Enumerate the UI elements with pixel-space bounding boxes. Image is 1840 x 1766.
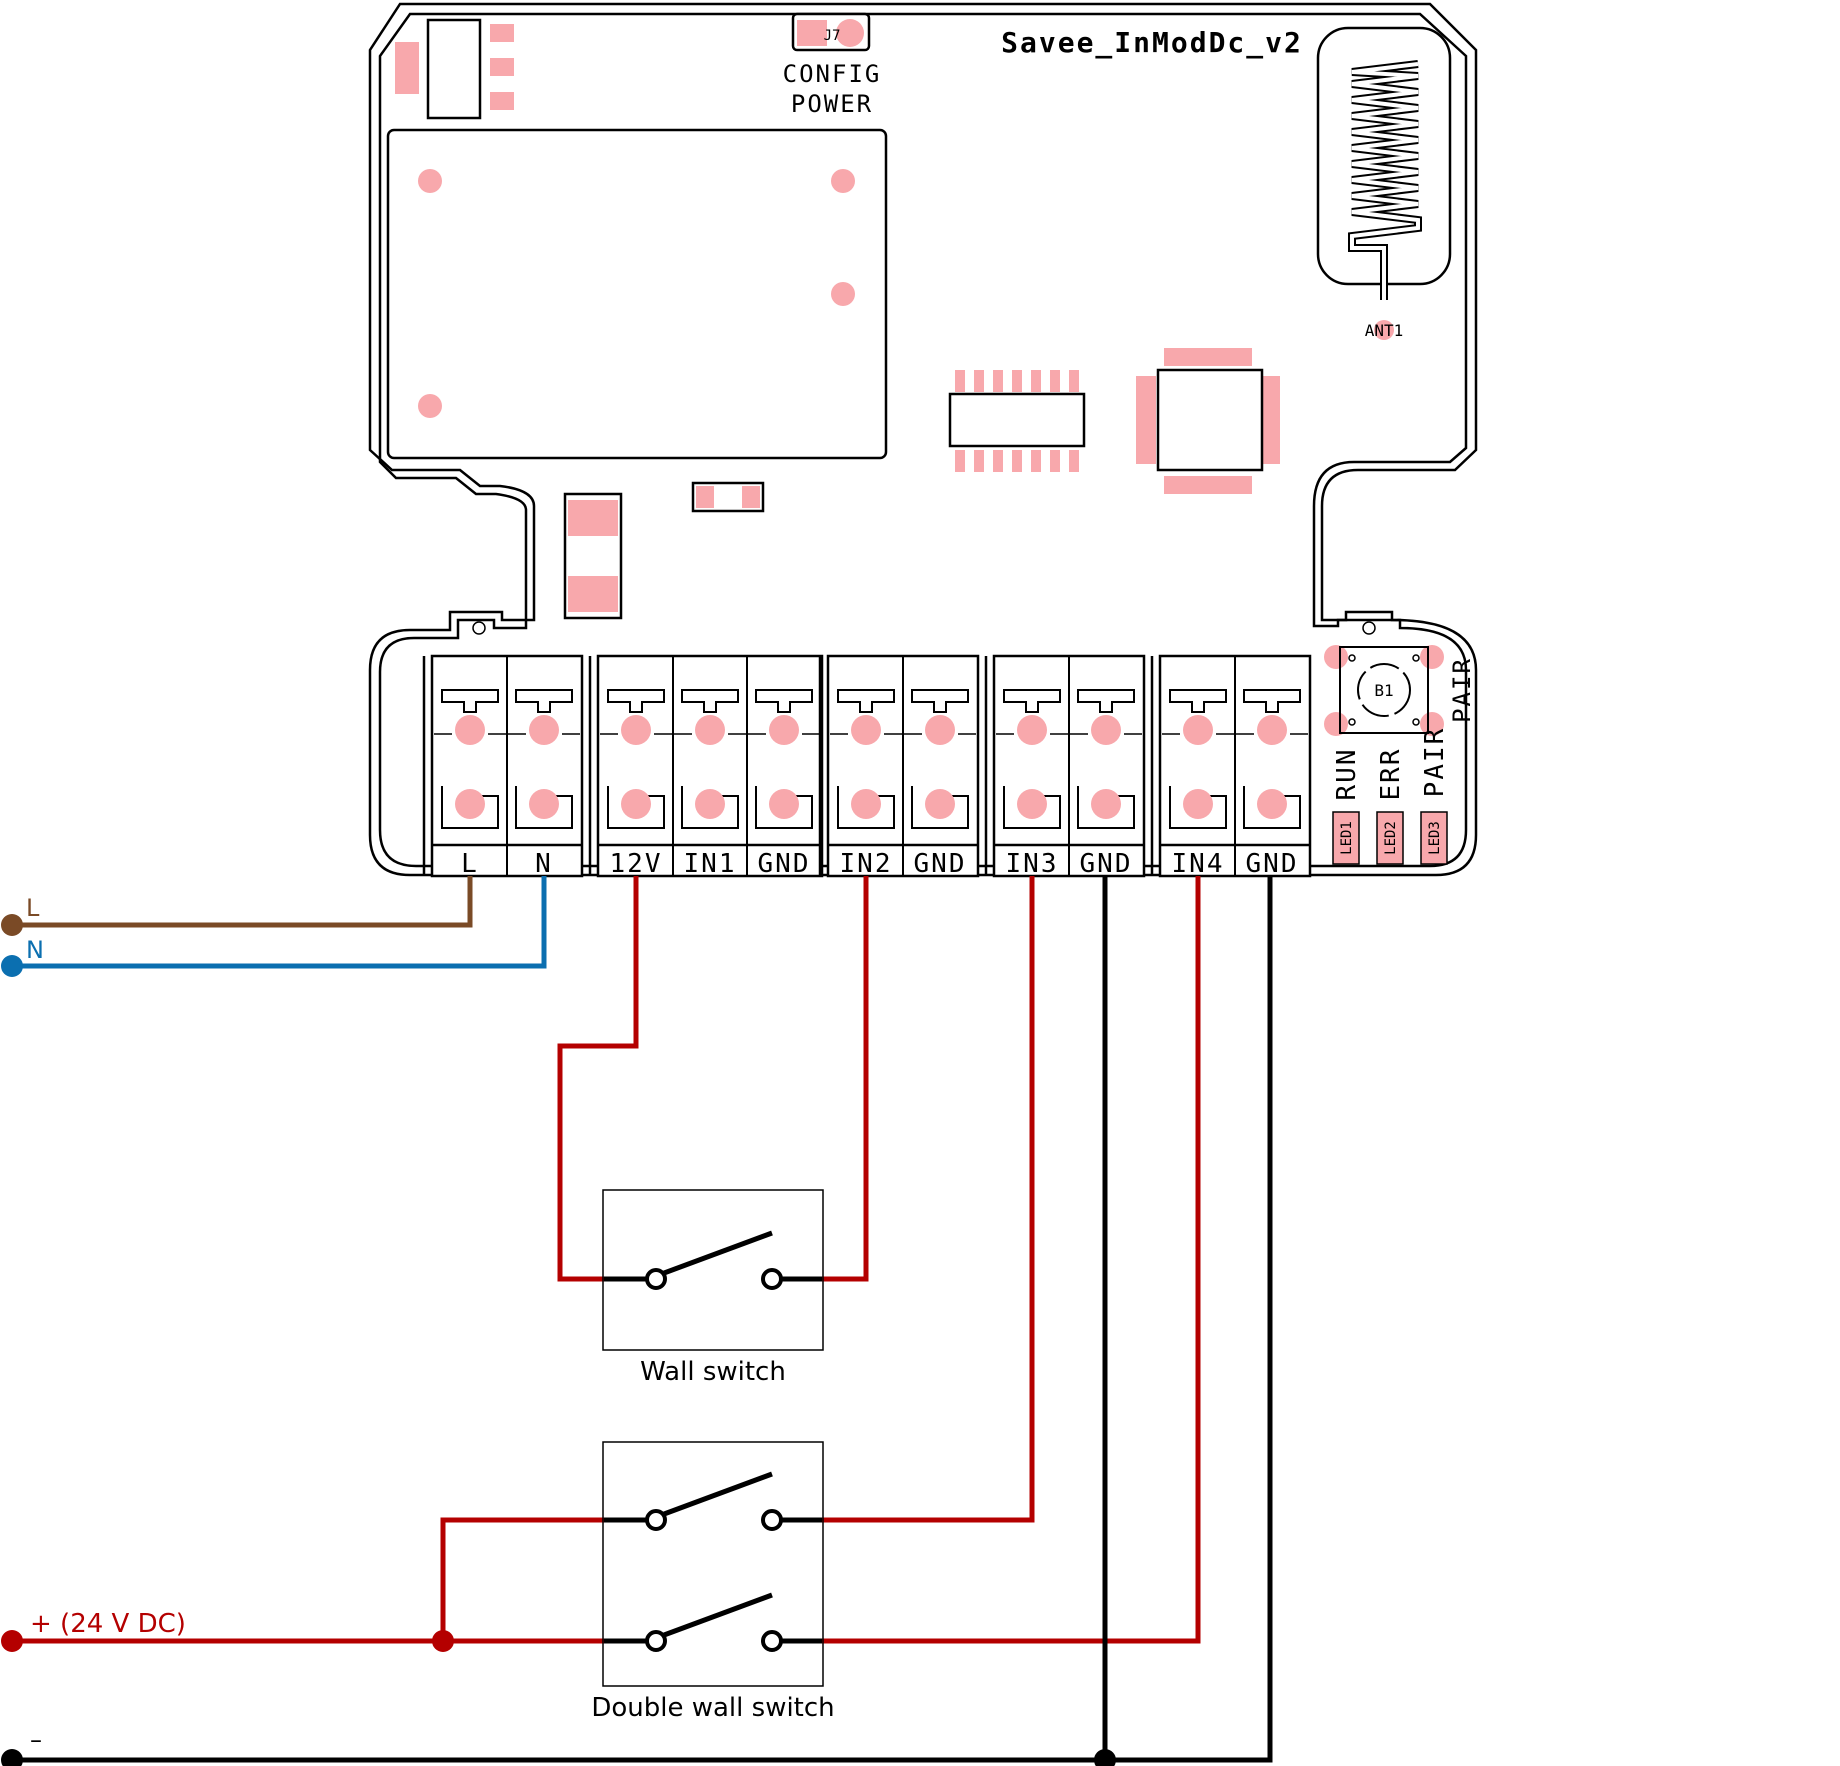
n-end-dot — [1, 955, 23, 977]
n-wire-label: N — [26, 936, 44, 964]
terminal-label: GND — [1080, 849, 1133, 879]
terminal-block: L N 12V IN1 GND IN2 GND IN3 GND IN4 GND — [422, 654, 1312, 879]
wire-pad — [621, 789, 651, 819]
screw-pad — [1017, 715, 1047, 745]
wire-pad — [1017, 789, 1047, 819]
relay-module — [386, 128, 888, 460]
double-switch-label: Double wall switch — [591, 1693, 834, 1723]
led-ref: LED3 — [1427, 821, 1443, 855]
screw-pad — [695, 715, 725, 745]
config-label: CONFIG — [783, 60, 882, 88]
screw-pad — [1091, 715, 1121, 745]
terminal-in1-3[interactable]: IN1 — [672, 656, 746, 879]
terminal-n-1[interactable]: N — [506, 656, 580, 879]
wall-switch — [602, 1189, 824, 1351]
terminal-label: N — [535, 849, 553, 879]
plus-label: + (24 V DC) — [30, 1609, 186, 1639]
terminal-label: 12V — [610, 849, 663, 879]
terminal-label: IN1 — [684, 849, 737, 879]
terminal-in4-9[interactable]: IN4 — [1162, 689, 1234, 879]
wire-12v — [557, 876, 639, 1282]
terminal-gnd-10[interactable]: GND — [1234, 656, 1308, 879]
soic-chip — [948, 370, 1086, 472]
terminal-label: GND — [914, 849, 967, 879]
screw-pad — [455, 715, 485, 745]
led-ref: LED1 — [1339, 821, 1355, 855]
screw-pad — [1257, 715, 1287, 745]
screw-pad — [769, 715, 799, 745]
plus-end-dot — [1, 1630, 23, 1652]
minus-end-dot — [1, 1749, 23, 1766]
led-err: LED2 ERR — [1376, 748, 1406, 865]
led-run: LED1 RUN — [1332, 748, 1362, 865]
antenna-label: ANT1 — [1365, 321, 1404, 340]
terminal-label: IN2 — [840, 849, 893, 879]
button-label: B1 — [1374, 681, 1393, 700]
wire-in3 — [822, 876, 1035, 1523]
wire-in1 — [822, 876, 869, 1282]
plus-junction — [432, 1630, 454, 1652]
wire-pad — [1183, 789, 1213, 819]
board-title: Savee_InModDc_v2 — [1001, 26, 1303, 59]
led-label: ERR — [1376, 748, 1406, 801]
pair-button[interactable]: B1 — [1324, 645, 1444, 736]
terminal-gnd-8[interactable]: GND — [1068, 656, 1142, 879]
led-label: PAIR — [1420, 727, 1450, 798]
minus-label: – — [30, 1726, 42, 1754]
j7-jumper: J7 — [791, 12, 871, 52]
terminal-in2-5[interactable]: IN2 — [830, 689, 902, 879]
wire-l — [12, 876, 473, 928]
terminal-label: GND — [1246, 849, 1299, 879]
screw-pad — [529, 715, 559, 745]
led-group: LED1 RUN LED2 ERR LED3 PAIR — [1332, 727, 1450, 865]
signal-wires — [1, 876, 1273, 1766]
terminal-label: IN3 — [1006, 849, 1059, 879]
wire-in4 — [822, 876, 1201, 1644]
terminal-l-0[interactable]: L — [434, 689, 506, 879]
power-label: POWER — [791, 90, 873, 118]
antenna: ANT1 — [1316, 26, 1452, 340]
l-wire-label: L — [26, 894, 40, 922]
smd-resistor — [691, 481, 765, 513]
terminal-in3-7[interactable]: IN3 — [996, 689, 1068, 879]
terminal-label: IN4 — [1172, 849, 1225, 879]
led-pair: LED3 PAIR — [1420, 727, 1450, 865]
wire-pad — [695, 789, 725, 819]
wire-pad — [1257, 789, 1287, 819]
terminal-gnd-6[interactable]: GND — [902, 656, 976, 879]
led-ref: LED2 — [1383, 821, 1399, 855]
double-wall-switch — [602, 1441, 824, 1687]
smd-capacitor — [563, 492, 623, 620]
l-end-dot — [1, 914, 23, 936]
wire-pad — [455, 789, 485, 819]
wire-n — [12, 876, 547, 969]
wire-pad — [851, 789, 881, 819]
wire-plus-branch — [440, 1517, 612, 1641]
mcu-chip — [1136, 348, 1280, 494]
screw-pad — [925, 715, 955, 745]
terminal-label: L — [461, 849, 479, 879]
wire-pad — [1091, 789, 1121, 819]
terminal-gnd-4[interactable]: GND — [746, 656, 820, 879]
screw-pad — [1183, 715, 1213, 745]
terminal-label: GND — [758, 849, 811, 879]
screw-pad — [621, 715, 651, 745]
pair-button-label: PAIR — [1448, 657, 1476, 723]
led-label: RUN — [1332, 748, 1362, 801]
minus-junction — [1094, 1749, 1116, 1766]
mains-wires — [1, 876, 547, 977]
jumper-label: J7 — [824, 28, 841, 44]
screw-pad — [851, 715, 881, 745]
wire-pad — [529, 789, 559, 819]
terminal-12v-2[interactable]: 12V — [600, 689, 672, 879]
wire-pad — [769, 789, 799, 819]
wall-switch-label: Wall switch — [640, 1357, 786, 1387]
regulator-component — [395, 18, 514, 120]
wire-pad — [925, 789, 955, 819]
wire-gnd-in4 — [1105, 876, 1273, 1763]
